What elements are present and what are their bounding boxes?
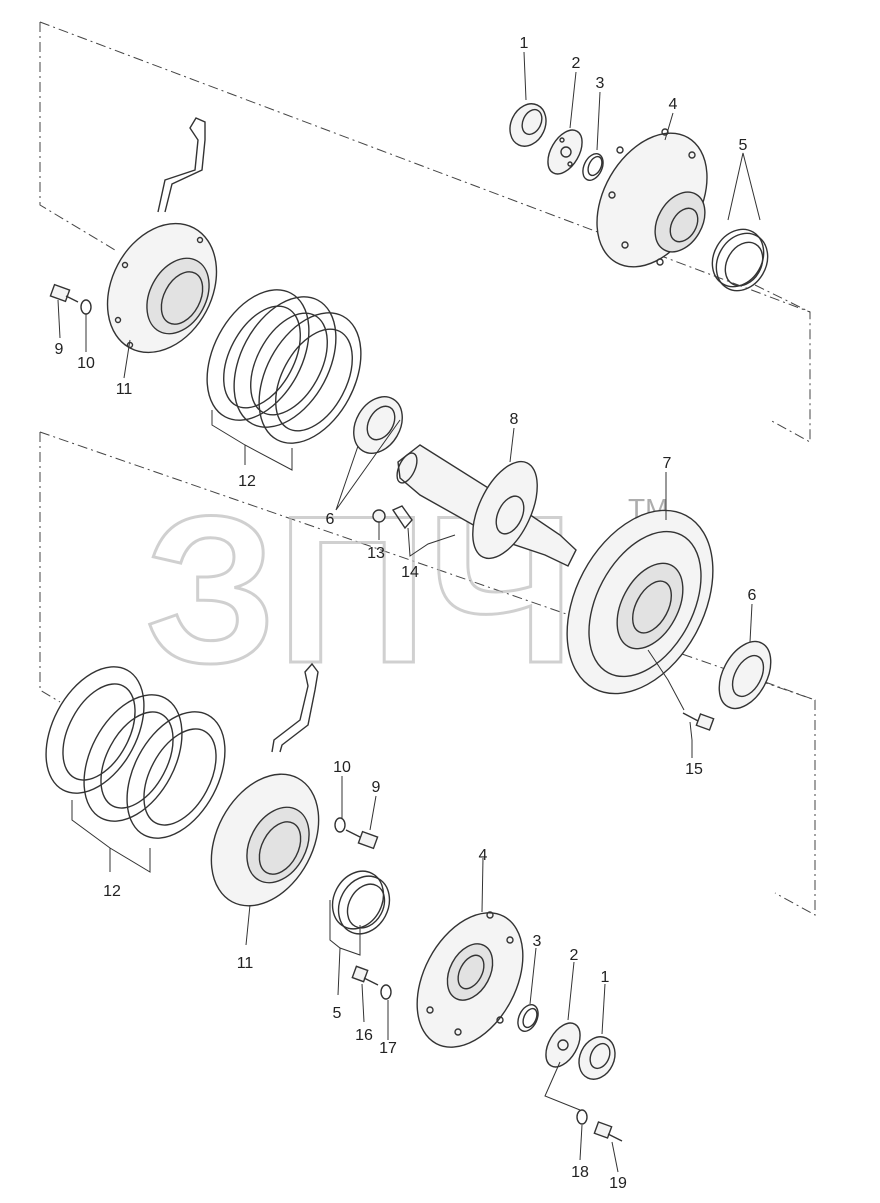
part-1-bottom-seal	[578, 1036, 616, 1080]
callout-1-top: 1	[520, 35, 529, 52]
part-5-bottom-ring	[331, 870, 391, 935]
part-12-bottom-plates	[45, 666, 226, 839]
part-2-bottom-washer	[545, 1022, 581, 1068]
part-9-top-bolt	[49, 283, 79, 303]
callout-11-bottom: 11	[237, 955, 254, 972]
part-15-bolt	[682, 712, 715, 731]
callout-2-bottom: 2	[570, 947, 579, 964]
part-4-bottom-housing	[416, 911, 524, 1048]
part-9-bottom-bolt	[345, 829, 379, 850]
part-6-top-bearing	[353, 396, 403, 454]
part-2-top-washer	[547, 129, 583, 175]
part-19-bolt	[593, 1121, 623, 1142]
callout-17: 17	[379, 1040, 397, 1057]
part-13-nut	[372, 509, 386, 523]
callout-5-bottom: 5	[333, 1005, 342, 1022]
part-18-washer	[576, 1109, 588, 1125]
callout-9-bottom: 9	[372, 779, 381, 796]
callout-16: 16	[355, 1027, 373, 1044]
callout-1-bottom: 1	[601, 969, 610, 986]
callout-6-right: 6	[748, 587, 757, 604]
part-6-right-bearing	[718, 640, 772, 710]
callout-12-top: 12	[238, 473, 256, 490]
part-11-bottom-cover	[210, 662, 320, 907]
callout-4-top: 4	[669, 96, 678, 113]
callout-11-top: 11	[116, 381, 133, 398]
callout-19: 19	[609, 1175, 627, 1192]
callout-4-bottom: 4	[479, 847, 488, 864]
callout-15: 15	[685, 761, 703, 778]
callout-labels: 1 2 3 4 5 9 10 11 12 6 8 7 6 13 14 15 10…	[55, 35, 757, 1192]
callout-18: 18	[571, 1164, 589, 1181]
part-10-bottom-washer	[334, 817, 346, 833]
part-16-bolt	[351, 965, 379, 986]
part-11-top-cover	[106, 117, 218, 354]
callout-3-bottom: 3	[533, 933, 542, 950]
part-14-lock-plate	[391, 505, 413, 530]
assembly-guide-lines	[39, 21, 816, 916]
callout-8: 8	[510, 411, 519, 428]
callout-3-top: 3	[596, 75, 605, 92]
part-4-top-housing	[596, 128, 708, 268]
part-1-top-seal	[509, 103, 547, 147]
part-3-top-ring	[582, 153, 604, 181]
callout-7: 7	[663, 455, 672, 472]
part-5-top-ring	[711, 228, 769, 292]
callout-2-top: 2	[572, 55, 581, 72]
leader-lines	[57, 51, 761, 1173]
callout-13: 13	[367, 545, 385, 562]
part-17-washer	[380, 984, 392, 1000]
part-12-top-plates	[206, 289, 362, 444]
part-8-shaft-flange	[396, 444, 577, 567]
part-7-bevel-gear	[566, 509, 714, 695]
callout-10-bottom: 10	[333, 759, 351, 776]
part-10-top-washer	[80, 299, 92, 315]
callout-12-bottom: 12	[103, 883, 121, 900]
callout-6-left: 6	[326, 511, 335, 528]
callout-9-top: 9	[55, 341, 64, 358]
callout-10-top: 10	[77, 355, 95, 372]
callout-14: 14	[401, 564, 419, 581]
part-3-bottom-ring	[517, 1004, 539, 1032]
callout-5-top: 5	[739, 137, 748, 154]
